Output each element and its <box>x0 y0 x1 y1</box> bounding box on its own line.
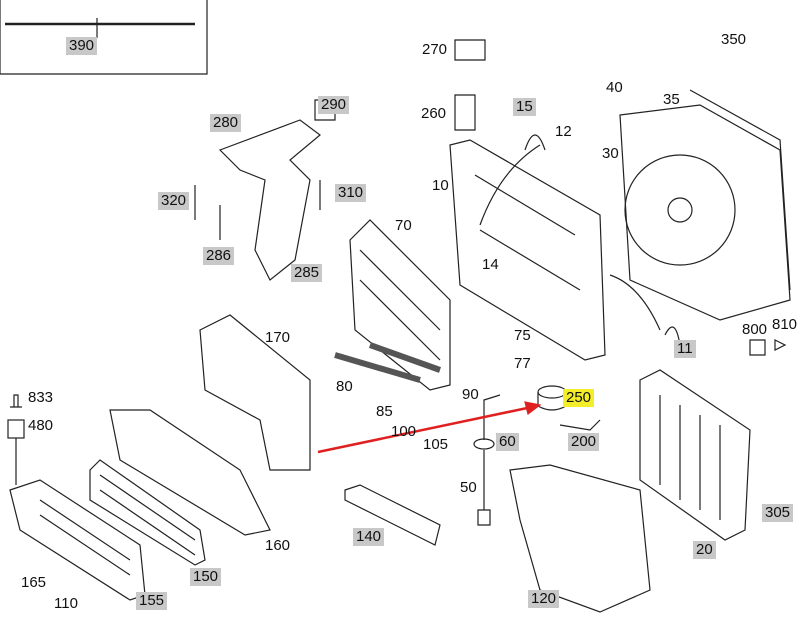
part-label-290[interactable]: 290 <box>318 96 350 114</box>
part-label-10[interactable]: 10 <box>432 177 449 194</box>
part-label-75[interactable]: 75 <box>514 327 531 344</box>
connector-800-810 <box>749 339 787 356</box>
arrow-curve-1 <box>479 144 541 226</box>
part-label-100[interactable]: 100 <box>391 423 417 440</box>
part-label-140[interactable]: 140 <box>353 528 385 546</box>
radiator-bracket-assembly <box>194 99 336 281</box>
inset-frame <box>0 0 208 75</box>
part-label-280[interactable]: 280 <box>210 114 242 132</box>
part-label-160[interactable]: 160 <box>265 537 291 554</box>
part-label-285[interactable]: 285 <box>291 264 323 282</box>
part-label-15[interactable]: 15 <box>513 98 536 116</box>
part-label-286[interactable]: 286 <box>203 247 235 265</box>
part-label-110[interactable]: 110 <box>54 595 78 612</box>
part-label-320[interactable]: 320 <box>158 192 190 210</box>
part-label-250-highlighted[interactable]: 250 <box>563 389 595 407</box>
part-label-105[interactable]: 105 <box>423 436 449 453</box>
drain-50-60 <box>473 394 501 526</box>
part-label-40[interactable]: 40 <box>606 79 623 96</box>
part-label-810[interactable]: 810 <box>772 316 798 333</box>
red-arrow <box>317 401 542 454</box>
part-label-20[interactable]: 20 <box>693 541 716 559</box>
hoses <box>334 134 681 383</box>
part-label-50[interactable]: 50 <box>460 479 477 496</box>
part-label-12[interactable]: 12 <box>555 123 572 140</box>
part-label-11[interactable]: 11 <box>674 340 696 358</box>
part-label-120[interactable]: 120 <box>528 590 560 608</box>
arrow-curve-2 <box>609 274 661 331</box>
part-label-270[interactable]: 270 <box>422 41 448 58</box>
part-label-350[interactable]: 350 <box>721 31 747 48</box>
part-label-260[interactable]: 260 <box>421 105 447 122</box>
part-label-70[interactable]: 70 <box>395 217 412 234</box>
part-label-800[interactable]: 800 <box>742 321 768 338</box>
condenser-70 <box>349 219 451 391</box>
part-label-80[interactable]: 80 <box>336 378 353 395</box>
part-label-85[interactable]: 85 <box>376 403 393 420</box>
cooler-20 <box>639 369 751 541</box>
part-label-200[interactable]: 200 <box>568 433 600 451</box>
part-label-155[interactable]: 155 <box>136 592 168 610</box>
part-label-150[interactable]: 150 <box>190 568 222 586</box>
part-label-77[interactable]: 77 <box>514 355 531 372</box>
part-label-305[interactable]: 305 <box>762 504 794 522</box>
part-label-833[interactable]: 833 <box>28 389 54 406</box>
part-label-90[interactable]: 90 <box>462 386 479 403</box>
part-label-310[interactable]: 310 <box>335 184 367 202</box>
part-label-35[interactable]: 35 <box>663 91 680 108</box>
fan-shroud-30 <box>619 89 791 321</box>
part-label-390[interactable]: 390 <box>66 37 98 55</box>
part-label-170[interactable]: 170 <box>265 329 291 346</box>
part-label-14[interactable]: 14 <box>482 256 499 273</box>
air-duct-170-160 <box>109 314 311 536</box>
part-label-30[interactable]: 30 <box>602 145 619 162</box>
duct-140-120 <box>344 464 651 613</box>
intercooler-150 <box>89 459 206 566</box>
radiator-10 <box>449 39 606 361</box>
part-label-480[interactable]: 480 <box>28 417 54 434</box>
part-label-60[interactable]: 60 <box>496 433 519 451</box>
part-label-165[interactable]: 165 <box>21 574 47 591</box>
